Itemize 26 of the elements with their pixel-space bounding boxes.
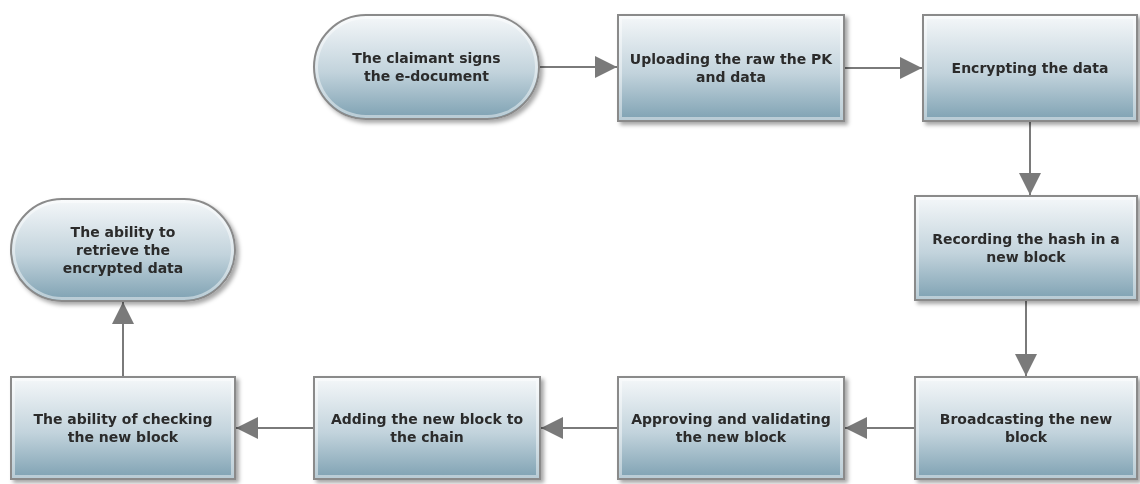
- node-label: Approving and validating the new block: [630, 409, 832, 447]
- process-box: [914, 195, 1138, 301]
- terminal-pill: [313, 14, 540, 120]
- node-label: Broadcasting the new block: [938, 409, 1114, 447]
- process-box: [617, 14, 845, 122]
- node-label: The ability of checking the new block: [32, 409, 214, 447]
- node-label: The ability to retrieve the encrypted data: [61, 222, 185, 278]
- node-label: Encrypting the data: [951, 58, 1109, 78]
- process-box: [922, 14, 1138, 122]
- process-box: [10, 376, 236, 480]
- process-box: [617, 376, 845, 480]
- node-label: Recording the hash in a new block: [931, 229, 1121, 267]
- arrow: [112, 301, 134, 377]
- process-box: [914, 376, 1138, 480]
- arrow: [235, 417, 314, 439]
- arrow: [539, 56, 618, 78]
- arrow: [1019, 121, 1041, 196]
- terminal-pill: [10, 198, 236, 302]
- arrow: [1015, 300, 1037, 377]
- node-label: Adding the new block to the chain: [329, 409, 525, 447]
- arrow: [844, 57, 923, 79]
- node-label: The claimant signs the e-document: [351, 48, 502, 86]
- arrow: [540, 417, 618, 439]
- arrow: [844, 417, 915, 439]
- process-box: [313, 376, 541, 480]
- node-label: Uploading the raw the PK and data: [628, 49, 834, 87]
